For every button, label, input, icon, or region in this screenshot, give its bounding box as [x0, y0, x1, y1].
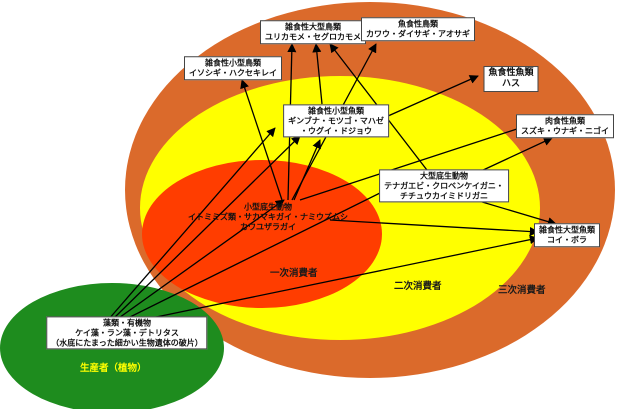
secondary-consumer-label: 二次消費者	[394, 280, 442, 292]
node-omni-small-fish-title: 雑食性小型魚類	[307, 106, 364, 116]
node-fish-birds: 魚食性鳥類 カワウ・ダイサギ・アオサギ	[361, 17, 475, 41]
node-fish-birds-species: カワウ・ダイサギ・アオサギ	[366, 29, 470, 38]
node-omni-small-fish: 雑食性小型魚類 ギンブナ・モツゴ・マハゼ ・ウグイ・ドジョウ	[283, 104, 389, 138]
arrow-small-benthos-to-carnivore-fish	[299, 124, 527, 201]
node-carnivore-fish-species: スズキ・ウナギ・ニゴイ	[521, 126, 609, 135]
node-fish-fish-title: 魚食性魚類	[488, 68, 534, 79]
node-omni-small-fish-species-2: ・ウグイ・ドジョウ	[299, 125, 372, 135]
node-omni-large-fish: 雑食性大型魚類 コイ・ボラ	[534, 223, 600, 247]
node-algae-organic-matter: 藻類・有機物 ケイ藻・ラン藻・デトリタス （水底にたまった細かい生物遺体の破片）	[46, 316, 208, 350]
node-large-benthos-species: テナガエビ・クロベンケイガニ・	[384, 181, 504, 191]
arrow-small-benthos-to-omni-large-fish	[329, 219, 539, 237]
node-omni-large-fish-species: コイ・ボラ	[547, 235, 587, 244]
arrow-small-benthos-to-omni-small-fish	[293, 139, 321, 201]
node-algae-note: （水底にたまった細かい生物遺体の破片）	[51, 337, 203, 347]
node-fish-fish-species: ハス	[501, 79, 521, 89]
primary-consumer-label: 一次消費者	[270, 267, 318, 279]
node-omni-small-birds: 雑食性小型鳥類 イソシギ・ハクセキレイ	[184, 56, 282, 80]
arrow-algae-to-small-benthos	[115, 199, 285, 321]
node-fish-fish: 魚食性魚類 ハス	[483, 66, 539, 92]
node-carnivore-fish: 肉食性魚類 スズキ・ウナギ・ニゴイ	[516, 114, 614, 138]
node-large-benthos-species-2: チチュウカイミドリガニ	[400, 190, 488, 200]
node-small-benthos-species: イトミミズ類・サカマキガイ・ナミウズムシ	[188, 212, 348, 222]
node-large-benthos-title: 大型底生動物	[420, 171, 468, 181]
producer-label: 生産者（植物）	[80, 362, 147, 374]
node-small-benthos-title: 小型底生動物	[244, 202, 292, 212]
arrow-algae-to-large-benthos	[123, 187, 391, 321]
node-omni-large-fish-title: 雑食性大型魚類	[539, 225, 595, 235]
node-omni-small-birds-species: イソシギ・ハクセキレイ	[189, 68, 277, 77]
node-omni-large-birds-title: 雑食性大型鳥類	[285, 22, 341, 32]
node-algae-title: 藻類・有機物	[102, 318, 151, 328]
feeding-arrows	[107, 43, 557, 323]
node-omni-large-birds-species: ユリカモメ・セグロカモメ	[265, 32, 361, 41]
node-large-benthos: 大型底生動物 テナガエビ・クロベンケイガニ・ チチュウカイミドリガニ	[379, 169, 509, 203]
node-small-benthos-species-2: カワユザラガイ	[240, 221, 296, 231]
node-algae-species: ケイ藻・ラン藻・デトリタス	[75, 328, 179, 338]
primary-consumer-zone	[142, 160, 382, 308]
tertiary-consumer-label: 三次消費者	[498, 284, 546, 296]
arrow-small-benthos-to-omni-small-birds	[240, 79, 283, 201]
node-omni-large-birds: 雑食性大型鳥類 ユリカモメ・セグロカモメ	[260, 20, 366, 44]
node-fish-birds-title: 魚食性鳥類	[398, 19, 438, 29]
node-carnivore-fish-title: 肉食性魚類	[545, 116, 585, 126]
arrow-algae-to-omni-small-birds	[107, 127, 276, 321]
node-small-benthos: 小型底生動物 イトミミズ類・サカマキガイ・ナミウズムシ カワユザラガイ	[188, 202, 348, 231]
arrow-omni-small-fish-to-omni-large-birds	[312, 43, 323, 105]
node-omni-small-birds-title: 雑食性小型鳥類	[205, 58, 261, 68]
arrow-algae-to-omni-small-fish	[111, 135, 301, 321]
node-omni-small-fish-species: ギンブナ・モツゴ・マハゼ	[288, 116, 384, 126]
arrow-algae-to-omni-large-fish	[131, 235, 539, 323]
